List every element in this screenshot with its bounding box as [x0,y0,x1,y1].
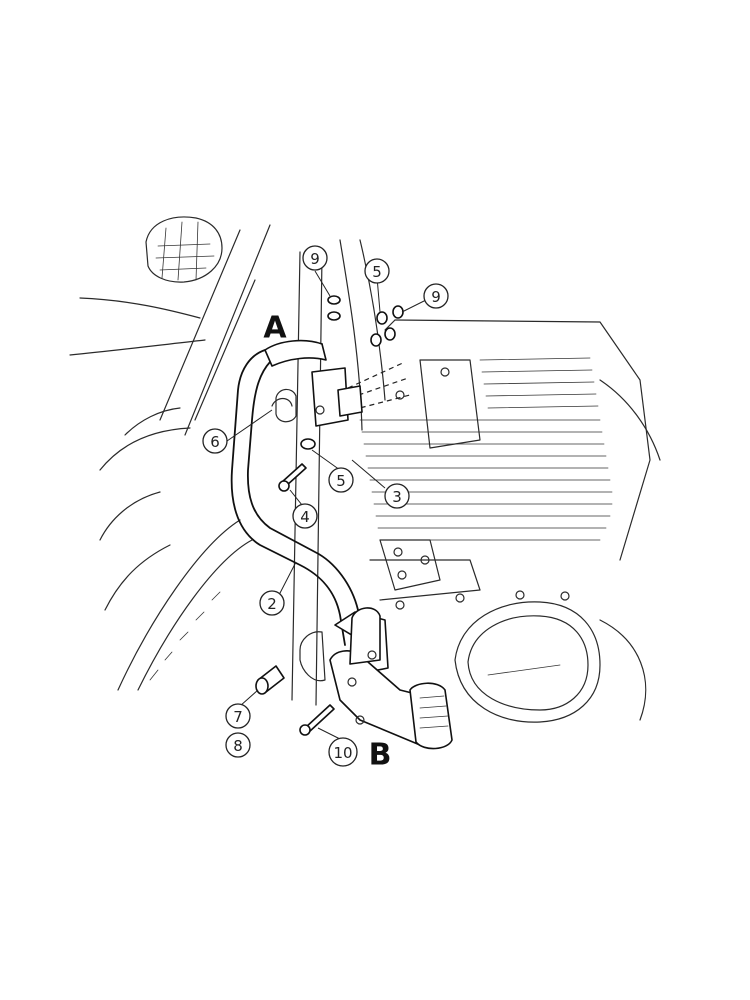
callout-6: 6 [202,428,228,454]
upper-bracket [311,367,363,427]
callout-10: 10 [328,737,358,767]
callout-9-right-label: 9 [431,288,441,306]
callout-2: 2 [259,590,285,616]
callout-leaders [226,270,427,741]
callout-5-top-label: 5 [372,263,382,281]
engine-block [339,239,661,610]
headlight [145,216,223,283]
hardware-parts [255,295,404,736]
callout-5-mid: 5 [328,467,354,493]
engine-side-cover [454,601,647,723]
assembly-label-a: A [263,311,287,346]
callout-10-label: 10 [333,744,352,762]
callout-8-label: 8 [233,737,243,755]
callout-5-mid-label: 5 [336,472,346,490]
callout-9-left-label: 9 [310,250,320,268]
callout-3-label: 3 [392,488,402,506]
callout-4-label: 4 [300,508,310,526]
callout-8: 8 [225,732,251,758]
callout-6-label: 6 [210,433,220,451]
callout-7-label: 7 [233,708,243,726]
crash-bar [230,339,363,646]
callout-4: 4 [292,503,318,529]
callout-9-right: 9 [423,283,449,309]
front-wheel [99,491,253,691]
callout-2-label: 2 [267,595,277,613]
callout-3: 3 [384,483,410,509]
lower-footpeg-bracket [299,607,453,750]
assembly-label-b: B [369,738,392,773]
callout-9-left: 9 [302,245,328,271]
frame-lines [69,224,323,706]
callout-5-top: 5 [364,258,390,284]
callout-7: 7 [225,703,251,729]
